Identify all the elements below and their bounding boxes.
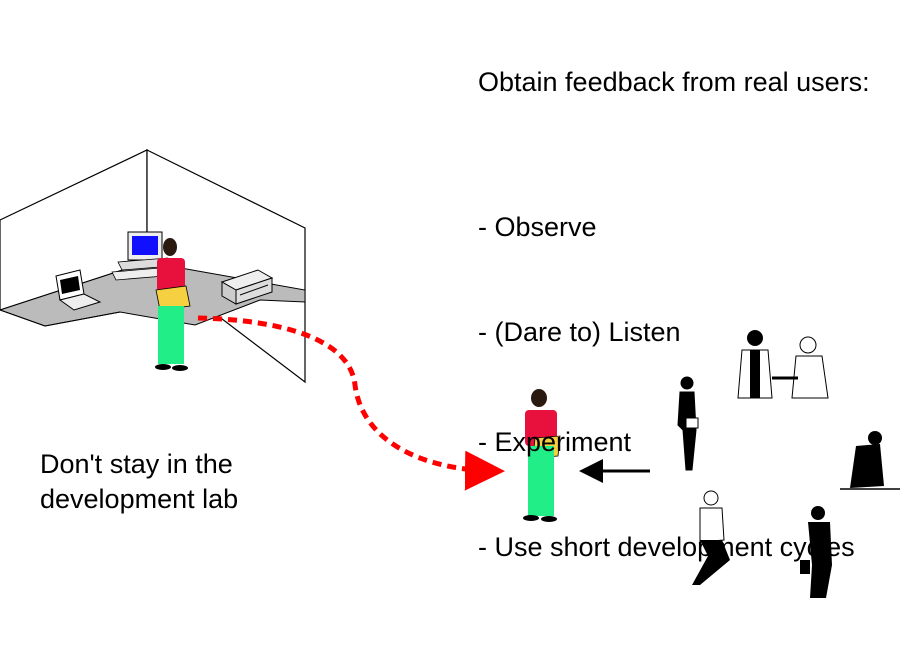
user-silhouette-icon [737,330,829,399]
printer-icon [220,269,274,305]
caption-line: Don't stay in the [40,449,233,479]
user-silhouette-icon [840,431,900,490]
developer-person-icon [155,238,191,371]
office-cubicle-icon [0,149,306,384]
movement-path-arrow [197,315,505,491]
feedback-list: - Observe - (Dare to) Listen - Experimen… [478,140,855,600]
feedback-heading: Obtain feedback from real users: [478,67,870,97]
list-item: - Observe [478,212,597,242]
list-item: - Use short development cycles [478,532,855,562]
user-silhouette-icon [677,376,699,471]
user-silhouette-icon [692,490,730,585]
developer-person-icon [523,389,561,522]
lab-caption: Don't stay in the development lab [40,447,238,517]
caption-line: development lab [40,484,239,514]
laptop-icon [55,269,102,311]
list-item: - Experiment [478,427,632,457]
user-silhouette-icon [800,506,832,598]
list-item: - (Dare to) Listen [478,317,681,347]
computer-monitor-icon [111,231,173,281]
